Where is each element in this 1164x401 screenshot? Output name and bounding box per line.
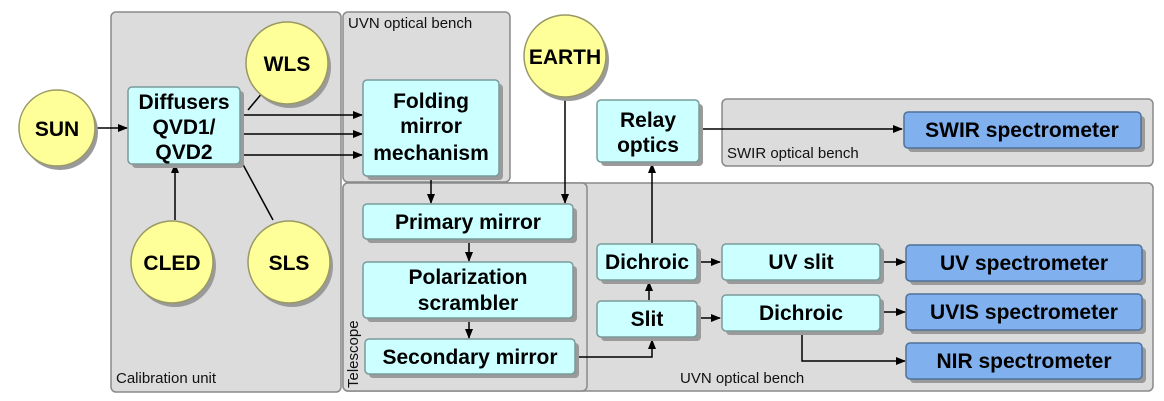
folding-mirror-label-2: mirror [400, 115, 462, 138]
nir-spectrometer-label: NIR spectrometer [936, 350, 1111, 373]
folding-mirror-label-1: Folding [393, 90, 469, 113]
folding-mirror-label-3: mechanism [373, 142, 489, 165]
primary-mirror-label: Primary mirror [395, 211, 541, 234]
sun-label: SUN [35, 118, 79, 141]
secondary-to-slit-arrow [574, 339, 656, 358]
dichroic-top-box: Dichroic [596, 243, 701, 284]
slit-box: Slit [596, 300, 701, 341]
scrambler-label-2: scrambler [418, 292, 518, 315]
swir-bench-label: SWIR optical bench [727, 145, 859, 162]
relay-optics-label-2: optics [617, 134, 679, 157]
cled-label: CLED [143, 252, 200, 275]
nir-spectrometer-box: NIR spectrometer [905, 342, 1146, 383]
uv-slit-box: UV slit [721, 243, 884, 284]
telescope-label: Telescope [345, 320, 362, 388]
earth-label: EARTH [529, 46, 601, 69]
secondary-mirror-box: Secondary mirror [364, 338, 579, 378]
diffusers-label-2: QVD1/ [152, 116, 215, 139]
dichroic-bottom-box: Dichroic [721, 294, 884, 335]
uvis-spectrometer-box: UVIS spectrometer [905, 293, 1146, 334]
uv-spectrometer-label: UV spectrometer [940, 252, 1108, 275]
scrambler-label-1: Polarization [408, 266, 527, 289]
diffusers-label-1: Diffusers [138, 91, 229, 114]
dichroic-to-nir-arrow [801, 331, 906, 365]
calibration-unit-label: Calibration unit [116, 370, 217, 387]
swir-spectrometer-label: SWIR spectrometer [925, 119, 1119, 142]
cled-source: CLED [130, 220, 216, 307]
wls-label: WLS [264, 53, 311, 76]
folding-mirror-box: Folding mirror mechanism [362, 79, 503, 180]
slit-label: Slit [631, 308, 664, 331]
earth-source: EARTH [523, 14, 609, 101]
dichroic-bottom-label: Dichroic [759, 302, 843, 325]
diffusers-box: Diffusers QVD1/ QVD2 [127, 86, 244, 168]
polarization-scrambler-box: Polarization scrambler [362, 261, 577, 322]
swir-spectrometer-box: SWIR spectrometer [903, 111, 1145, 152]
wls-source: WLS [245, 21, 331, 108]
sls-label: SLS [269, 252, 310, 275]
sls-link [239, 158, 274, 221]
primary-mirror-box: Primary mirror [362, 203, 577, 243]
sls-source: SLS [247, 220, 333, 307]
uvn-bench-top-label: UVN optical bench [348, 15, 472, 32]
uv-spectrometer-box: UV spectrometer [905, 244, 1146, 285]
relay-optics-box: Relay optics [596, 99, 703, 166]
diffusers-label-3: QVD2 [155, 141, 212, 164]
secondary-mirror-label: Secondary mirror [382, 346, 557, 369]
uvn-bench-bottom-label: UVN optical bench [680, 370, 804, 387]
uvis-spectrometer-label: UVIS spectrometer [930, 301, 1118, 324]
uv-slit-label: UV slit [768, 251, 833, 274]
connectors [97, 91, 906, 365]
dichroic-top-label: Dichroic [605, 251, 689, 274]
sun-source: SUN [18, 89, 98, 170]
relay-optics-label-1: Relay [620, 109, 676, 132]
